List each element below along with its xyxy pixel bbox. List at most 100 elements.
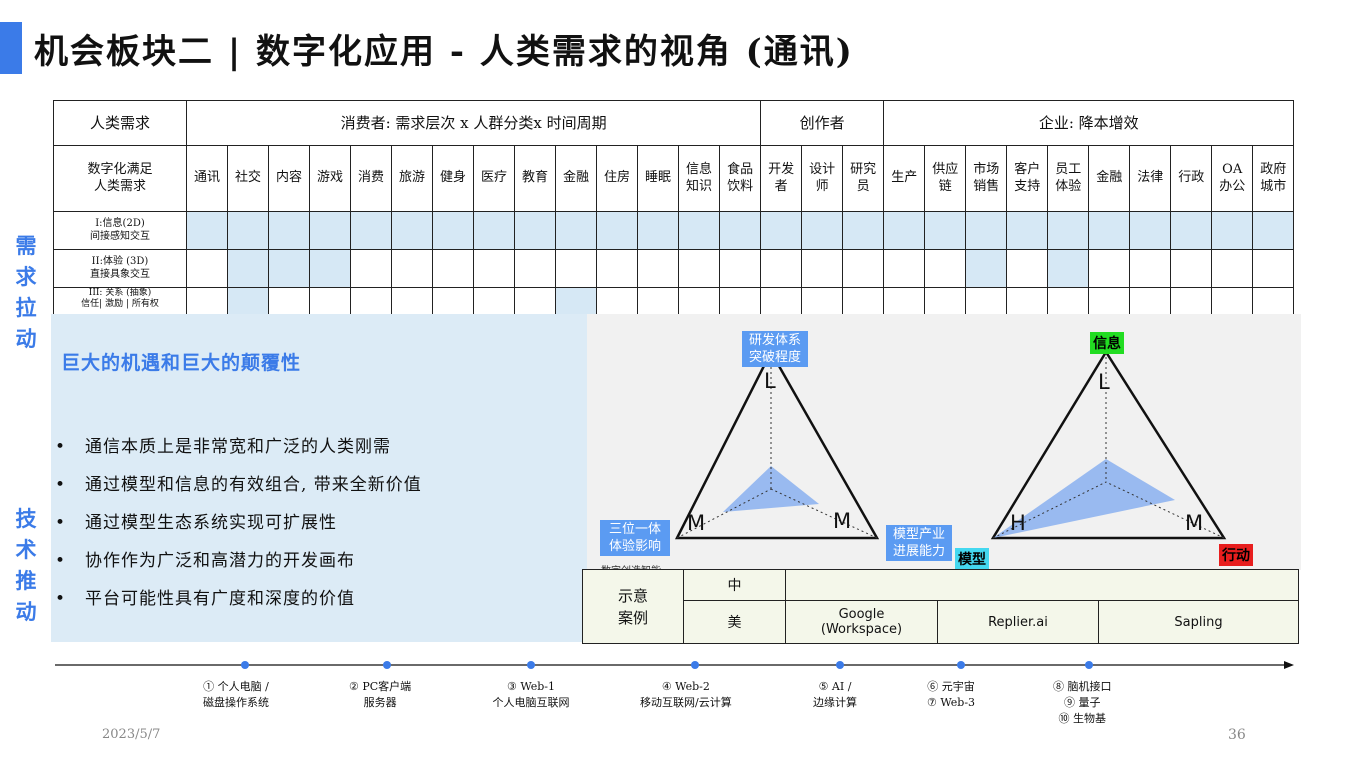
timeline	[55, 661, 1294, 669]
tag-information: 信息	[1090, 332, 1124, 354]
matrix-cell	[432, 249, 474, 288]
left-vertex-top: L	[764, 369, 776, 393]
row-label: III: 关系 (抽象) 信任| 激励 | 所有权	[53, 287, 187, 315]
matrix-cell	[801, 249, 844, 288]
bullet-text: 通过模型生态系统实现可扩展性	[85, 513, 337, 533]
timeline-milestone: ⑧ 脑机接口 ⑨ 量子 ⑩ 生物基	[1053, 680, 1112, 725]
bullet-text: 通信本质上是非常宽和广泛的人类刚需	[85, 437, 391, 457]
header-creator: 创作者	[760, 100, 885, 146]
matrix-cell	[268, 249, 310, 288]
matrix-cell	[555, 249, 597, 288]
matrix-cell	[1129, 287, 1172, 315]
matrix-cell	[760, 249, 803, 288]
matrix-cell	[309, 287, 351, 315]
matrix-cell	[432, 211, 474, 250]
page-number: 36	[1228, 727, 1246, 743]
matrix-cell	[678, 249, 720, 288]
header-consumer: 消费者: 需求层次 x 人群分类x 时间周期	[185, 100, 762, 146]
timeline-dot	[1085, 661, 1093, 669]
column-header: 供应 链	[924, 145, 967, 212]
matrix-cell	[842, 249, 885, 288]
column-header: 通讯	[186, 145, 228, 212]
column-header: 旅游	[391, 145, 433, 212]
column-header: 内容	[268, 145, 310, 212]
matrix-cell	[391, 249, 433, 288]
matrix-cell	[596, 287, 638, 315]
column-header: 生产	[883, 145, 926, 212]
bullet-dot: •	[55, 589, 67, 609]
timeline-dot	[836, 661, 844, 669]
matrix-cell	[678, 211, 720, 250]
column-header: 社交	[227, 145, 269, 212]
column-header: 金融	[1088, 145, 1131, 212]
matrix-cell	[514, 287, 556, 315]
column-header: 员工 体验	[1047, 145, 1090, 212]
matrix-cell	[227, 287, 269, 315]
matrix-cell	[924, 249, 967, 288]
left-triangle	[674, 349, 880, 540]
matrix-cell	[637, 211, 679, 250]
column-header: 行政	[1170, 145, 1213, 212]
timeline-milestone: ⑥ 元宇宙 ⑦ Web-3	[927, 680, 976, 709]
footer-date: 2023/5/7	[102, 727, 161, 742]
timeline-arrow	[1284, 661, 1294, 669]
matrix-row: I:信息(2D) 间接感知交互	[53, 211, 1295, 250]
column-header: 食品 饮料	[718, 145, 762, 212]
matrix-cell	[1006, 287, 1049, 315]
matrix-cell	[186, 287, 228, 315]
matrix-cell	[883, 287, 926, 315]
bullet-text: 通过模型和信息的有效组合, 带来全新价值	[85, 475, 422, 495]
matrix-cell	[842, 211, 885, 250]
triangle-diagrams: 研发体系 突破程度 三位一体 体验影响 数字创造智能 L M M 信息 模型产业…	[587, 314, 1301, 570]
column-header: 设计 师	[801, 145, 844, 212]
timeline-dot	[691, 661, 699, 669]
timeline-milestone: ⑤ AI / 边缘计算	[813, 680, 857, 709]
matrix-cell	[965, 249, 1008, 288]
matrix-cell	[924, 211, 967, 250]
column-header: 游戏	[309, 145, 351, 212]
matrix-cell	[473, 249, 515, 288]
timeline-milestone: ② PC客户端 服务器	[349, 680, 412, 709]
matrix-cell	[596, 249, 638, 288]
matrix-cell	[227, 249, 269, 288]
title-accent-bar	[0, 22, 22, 74]
column-header: 医疗	[473, 145, 515, 212]
matrix-cell	[801, 211, 844, 250]
matrix-cell	[718, 287, 762, 315]
matrix-cell	[1088, 287, 1131, 315]
needs-matrix: 人类需求消费者: 需求层次 x 人群分类x 时间周期创作者企业: 降本增效数字化…	[53, 100, 1295, 315]
triangle-svg	[674, 349, 1227, 540]
matrix-cell	[186, 249, 228, 288]
column-header: 住房	[596, 145, 638, 212]
matrix-cell	[1252, 287, 1295, 315]
matrix-cell	[555, 287, 597, 315]
matrix-cell	[1170, 287, 1213, 315]
matrix-cell	[309, 249, 351, 288]
matrix-cell	[1047, 211, 1090, 250]
column-header: 睡眠	[637, 145, 679, 212]
matrix-cell	[227, 211, 269, 250]
matrix-cell	[637, 249, 679, 288]
timeline-dot	[241, 661, 249, 669]
timeline-dot	[383, 661, 391, 669]
matrix-cell	[1252, 211, 1295, 250]
matrix-cell	[965, 287, 1008, 315]
case-sapling: Sapling	[1097, 600, 1300, 644]
matrix-cell	[678, 287, 720, 315]
right-vertex-top: L	[1098, 370, 1110, 394]
row-label: II:体验 (3D) 直接具象交互	[53, 249, 187, 288]
matrix-cell	[842, 287, 885, 315]
matrix-cell	[1047, 249, 1090, 288]
timeline-dot	[957, 661, 965, 669]
matrix-cell	[350, 287, 392, 315]
bullet-item: •平台可能性具有广度和深度的价值	[55, 580, 422, 618]
timeline-dot	[527, 661, 535, 669]
tag-model: 模型	[955, 548, 989, 570]
matrix-cell	[432, 287, 474, 315]
matrix-cell	[883, 249, 926, 288]
matrix-cell	[637, 287, 679, 315]
matrix-cell	[1170, 211, 1213, 250]
matrix-cell	[1088, 249, 1131, 288]
column-header: 消费	[350, 145, 392, 212]
matrix-row: II:体验 (3D) 直接具象交互	[53, 249, 1295, 288]
